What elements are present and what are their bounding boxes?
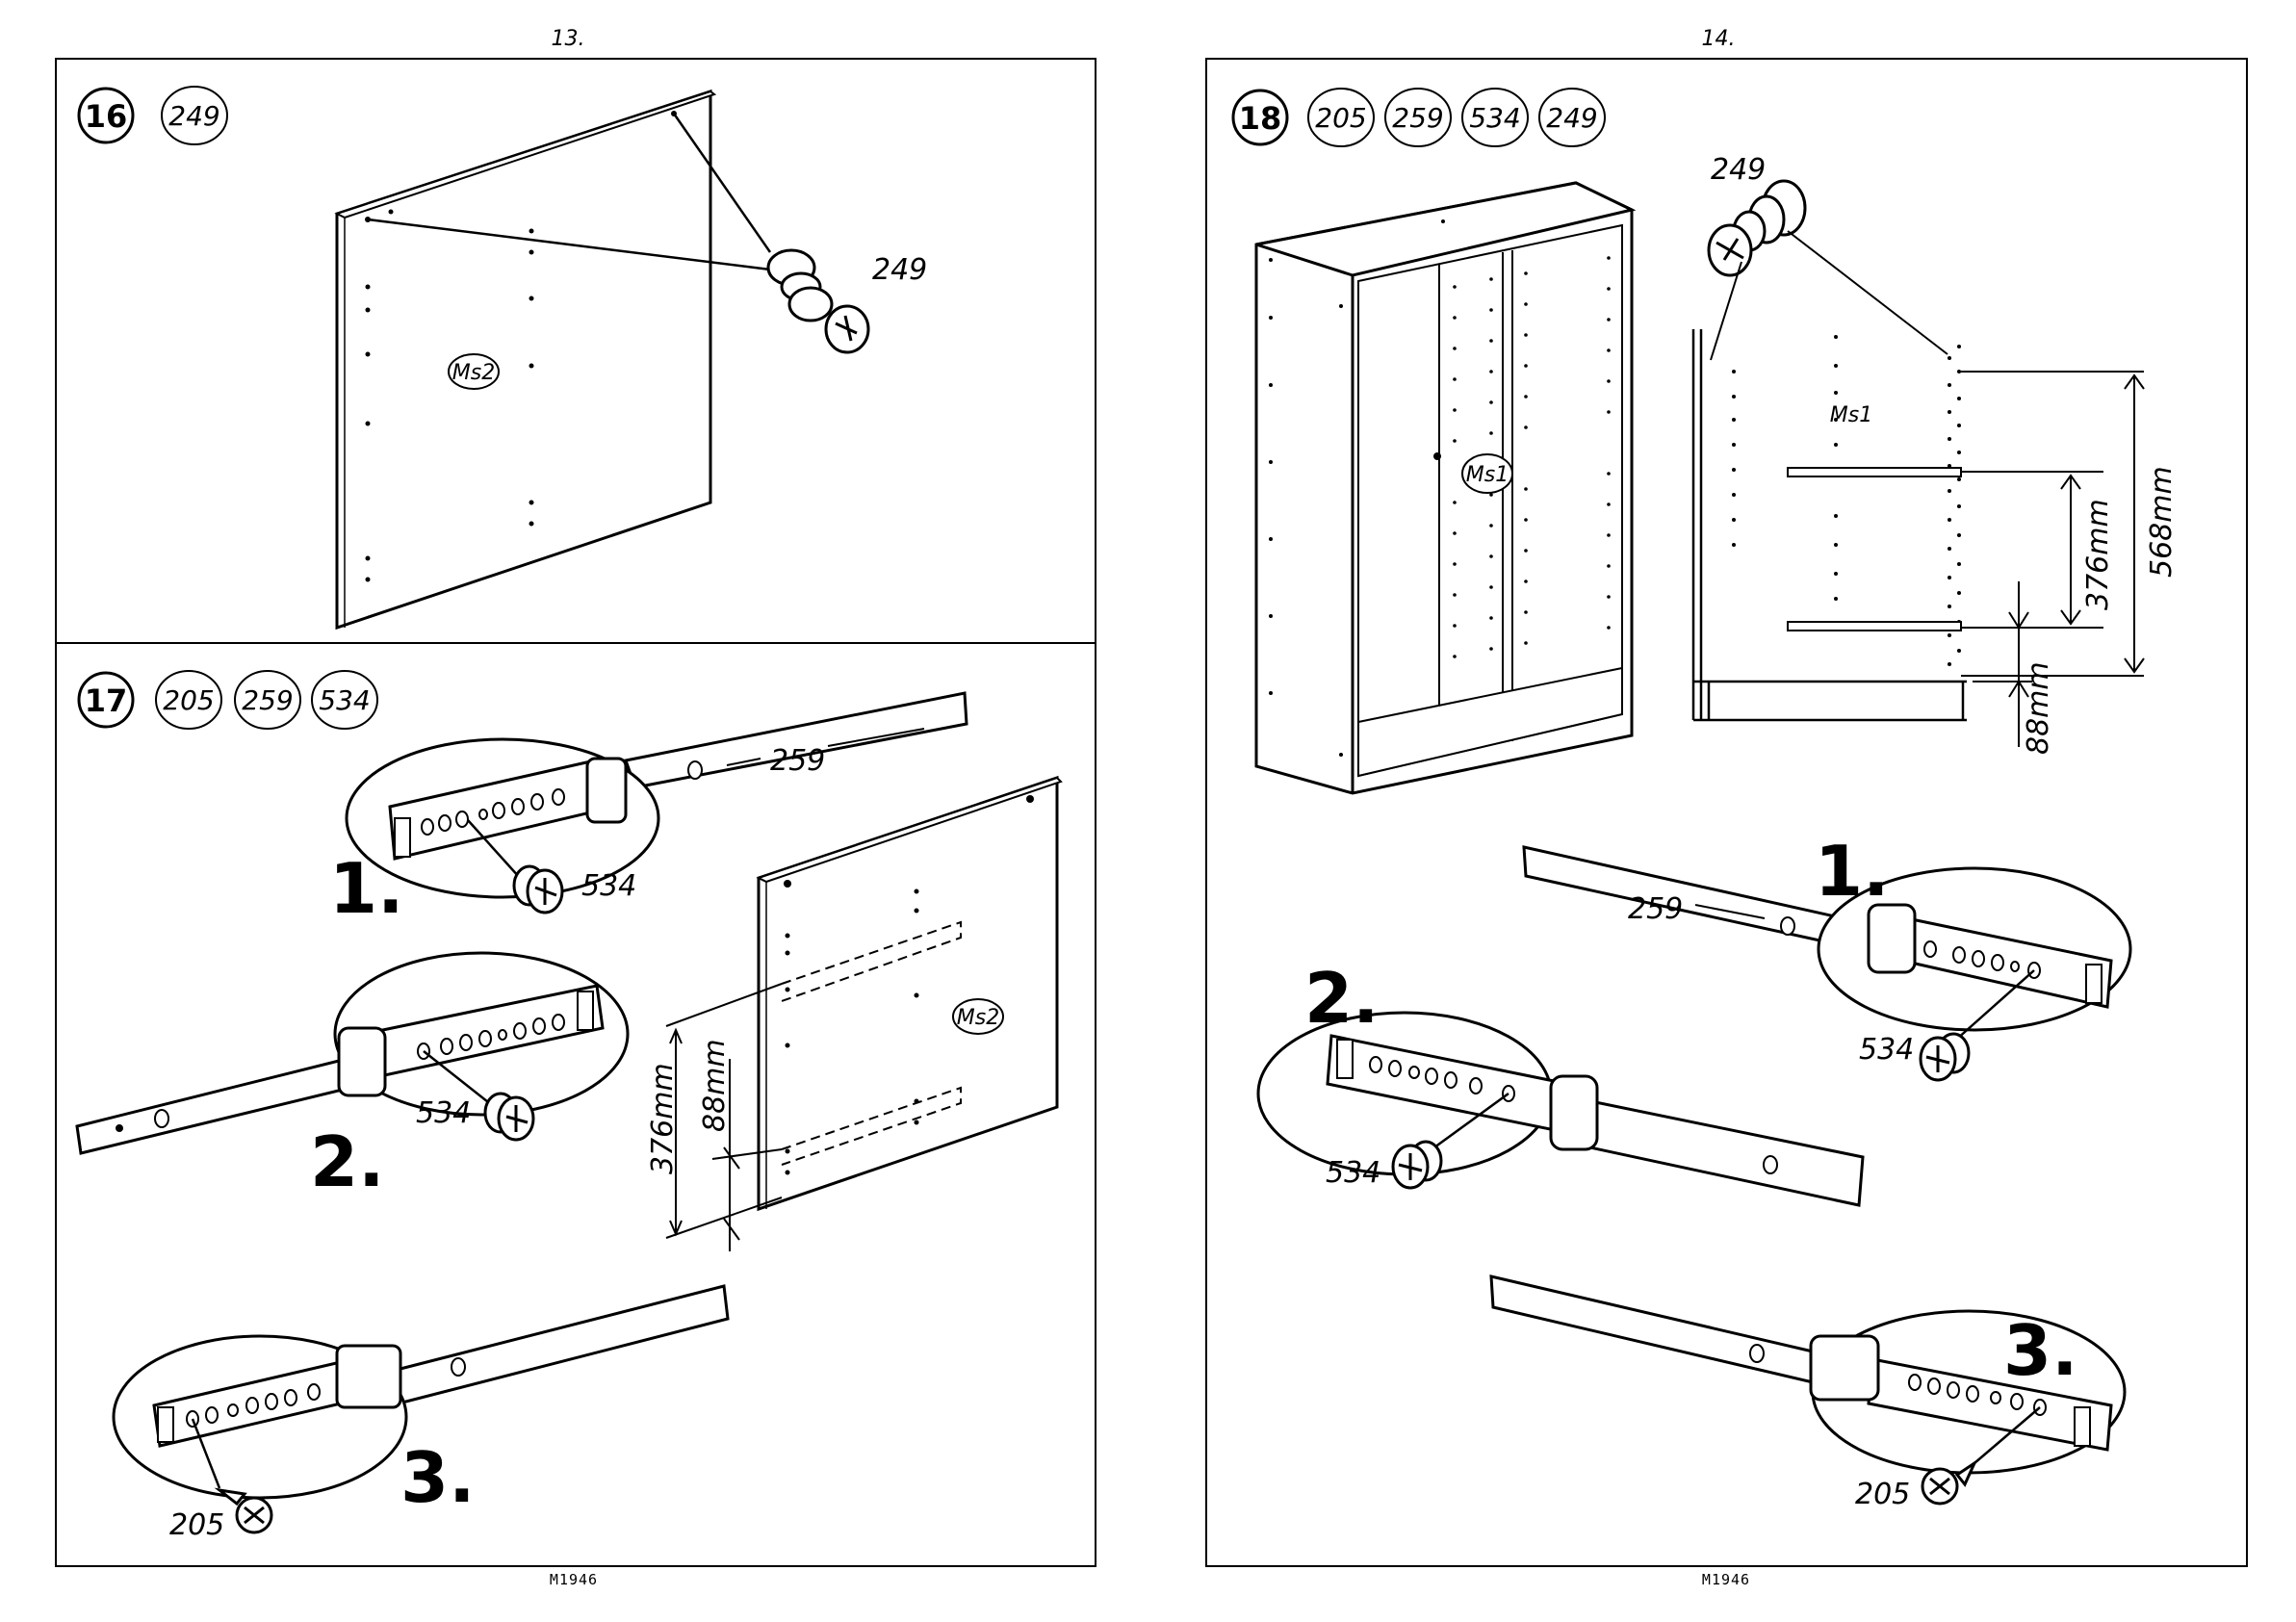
screw-534-icon-2 [1393,1142,1441,1188]
rail-3 [1491,1276,1813,1382]
screw-534-label-1: 534 [1859,1033,1914,1067]
page-13-illustrations: 16 249 Ms2 [0,0,1148,1622]
rail-259-label: 259 [1628,892,1683,926]
screw-534-label-2: 534 [1326,1156,1380,1190]
doc-code: M1946 [1702,1571,1750,1588]
side-panel-ms1 [1693,329,1967,720]
step-16: 16 249 Ms2 [79,87,927,628]
substep-3-label: 3. [2003,1310,2077,1391]
rail-top [1788,468,1961,476]
panel-ms2-label: Ms2 [452,361,495,385]
substep-3-label: 3. [400,1437,475,1518]
substep-1-label: 1. [329,848,403,929]
step-18: 18 205 259 534 249 [1233,89,2179,1511]
substep-1-label: 1. [1815,831,1889,912]
substep-2-label: 2. [310,1121,384,1202]
screw-205-label: 205 [1855,1478,1910,1511]
step-16-number: 16 [85,98,128,135]
panel-ms2-label-17: Ms2 [957,1006,999,1030]
page-13: 13. 16 249 [0,0,1148,1622]
rail-1 [1524,847,1844,945]
part-259-label: 259 [242,684,293,716]
screw-534-icon-2 [485,1094,533,1140]
cam-fitting-249-icon [1709,181,1805,275]
part-259-label: 259 [1392,102,1443,134]
cam-fitting-249-icon [768,250,868,352]
screw-534-label-1: 534 [581,869,636,903]
screw-534-icon-1 [514,866,562,913]
step-18-number: 18 [1239,100,1282,137]
rail-bottom [1788,622,1961,631]
screw-534-icon-1 [1921,1034,1969,1080]
page-14: 14. 18 205 259 534 249 [1148,0,2296,1622]
part-249-callout: 249 [872,253,927,287]
substep-2-label: 2. [1304,958,1379,1039]
panel-ms2 [337,91,710,628]
part-249-label: 249 [168,100,219,132]
rail-259-label: 259 [770,744,825,778]
part-534-label: 534 [1469,102,1520,134]
panel-ms1-side-label: Ms1 [1830,403,1872,427]
cabinet-frame [1256,183,1632,793]
part-249-label: 249 [1546,102,1597,134]
part-205-label: 205 [1315,102,1366,134]
doc-code: M1946 [550,1571,598,1588]
part-249-callout: 249 [1711,153,1766,187]
step-17-number: 17 [85,682,128,719]
screw-534-label-2: 534 [416,1096,471,1130]
dim-568mm: 568mm [2145,466,2179,578]
part-205-label: 205 [163,684,214,716]
step-17: 17 205 259 534 259 [77,671,1061,1542]
dim-376mm: 376mm [2081,499,2115,610]
panel-ms1-cabinet-label: Ms1 [1466,463,1509,487]
dim-88mm: 88mm [698,1039,732,1132]
dim-376mm: 376mm [646,1063,680,1174]
part-534-label: 534 [319,684,370,716]
screw-205-label: 205 [169,1508,224,1542]
rail-2 [1572,1097,1863,1205]
rail-3 [393,1286,728,1403]
dim-88mm: 88mm [2022,661,2055,755]
page-14-illustrations: 18 205 259 534 249 [1148,0,2296,1622]
